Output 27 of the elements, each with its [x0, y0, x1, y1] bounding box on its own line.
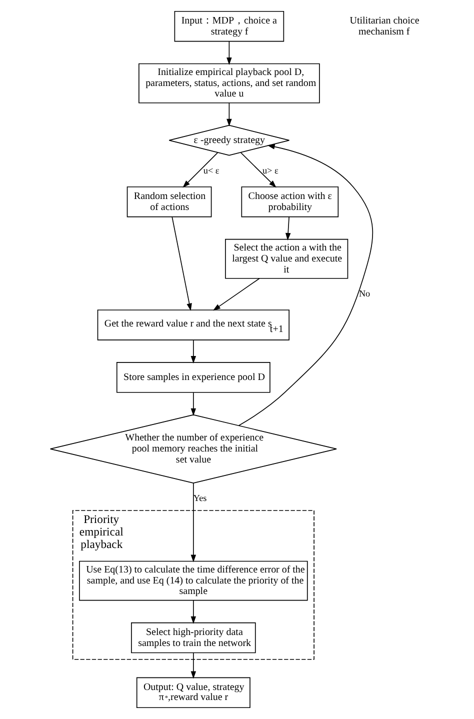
edge-label: No: [358, 288, 370, 299]
arrow: [284, 216, 290, 240]
label: Utilitarian choice mechanism f: [349, 16, 419, 38]
node-box: Random selection of actions: [126, 186, 212, 218]
edge-label: u> ε: [262, 165, 278, 176]
arrow: [171, 216, 192, 311]
arrow: [190, 600, 196, 624]
node-box: Choose action with ε probability: [240, 186, 338, 218]
node-box: Select the action a with the largest Q value and execute it: [224, 238, 348, 279]
arrow: [190, 340, 196, 364]
arrow: [240, 152, 276, 188]
arrow: [190, 392, 196, 416]
node-box: Select high-priority data samples to train the network: [130, 622, 256, 654]
arrow: [238, 144, 372, 426]
node-box: Initialize empirical playback pool D, parameters, status, actions, and set random value u: [138, 63, 320, 104]
arrow: [182, 152, 218, 188]
arrow: [226, 41, 232, 65]
node-box: Store samples in experience pool D: [116, 362, 270, 393]
node-box: Use Eq(13) to calculate the time difference error of the sample, and use Eq (14) to calculate the priority of the sample: [78, 560, 308, 601]
arrow: [226, 102, 232, 126]
arrow: [212, 278, 260, 311]
node-diamond: ε -greedy strategy: [168, 124, 290, 156]
edge-label: u< ε: [202, 165, 219, 176]
node-box: Input：MDP，choice a strategy f: [174, 10, 284, 42]
arrow: [190, 652, 196, 679]
arrow: [190, 482, 196, 562]
node-diamond: Whether the number of experience pool memory reaches the initial set value: [49, 414, 336, 484]
